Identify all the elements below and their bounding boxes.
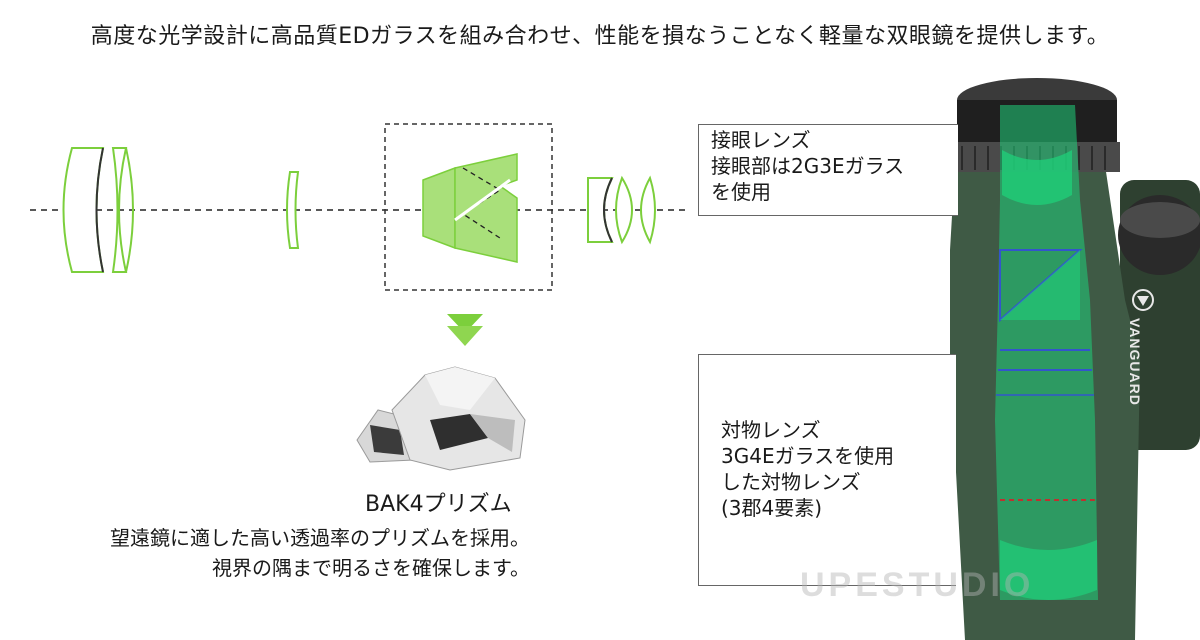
prism-desc-line-1: 望遠鏡に適した高い透過率のプリズムを採用。 <box>110 526 530 550</box>
eyepiece-line-2: を使用 <box>711 180 771 204</box>
prism-desc-line-2: 視界の隅まで明るさを確保します。 <box>212 556 530 580</box>
objective-lens-group <box>62 147 134 273</box>
prism-description: 望遠鏡に適した高い透過率のプリズムを採用。 視界の隅まで明るさを確保します。 <box>40 523 530 583</box>
objective-title: 対物レンズ <box>721 418 821 442</box>
objective-line-2: した対物レンズ <box>721 470 861 494</box>
prism-shape <box>422 153 518 263</box>
prism-name: BAK4プリズム <box>365 492 512 517</box>
eyepiece-title: 接眼レンズ <box>711 128 811 152</box>
brand-logo: VANGUARD <box>1127 318 1143 406</box>
objective-line-3: (3郡4要素) <box>721 496 823 520</box>
field-lens <box>286 171 300 249</box>
eyepiece-line-1: 接眼部は2G3Eガラス <box>711 154 905 178</box>
eyepiece-callout: 接眼レンズ 接眼部は2G3Eガラス を使用 <box>698 124 958 216</box>
prism-illustration <box>356 366 526 471</box>
binocular-illustration <box>950 78 1200 640</box>
down-arrow-icon <box>447 314 483 346</box>
watermark: UPESTUDIO <box>800 566 1035 604</box>
objective-line-1: 3G4Eガラスを使用 <box>721 444 895 468</box>
prism-box <box>384 123 553 291</box>
objective-callout: 対物レンズ 3G4Eガラスを使用 した対物レンズ (3郡4要素) <box>698 354 956 586</box>
headline: 高度な光学設計に高品質EDガラスを組み合わせ、性能を損なうことなく軽量な双眼鏡を… <box>90 24 1110 49</box>
eyepiece-lens-group <box>587 175 656 245</box>
